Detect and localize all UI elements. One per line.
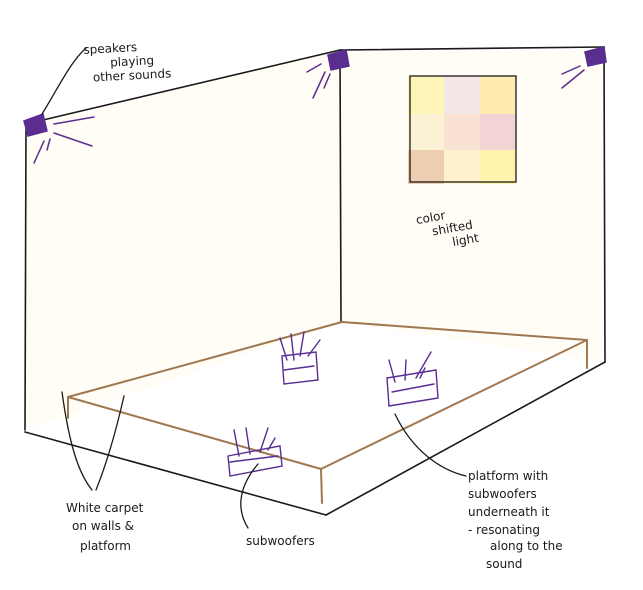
speaker-middle <box>306 49 350 99</box>
annotation-subwoofers: subwoofers <box>246 534 315 548</box>
subwoofer-2 <box>386 351 439 407</box>
leader-platform <box>394 413 467 477</box>
subwoofer-1 <box>279 331 321 385</box>
room-outline <box>24 46 606 516</box>
speaker-left <box>23 113 95 164</box>
leader-subwoofers <box>240 463 259 529</box>
leader-lines <box>41 47 467 529</box>
left-wall <box>26 50 340 430</box>
annotation-carpet: White carpet on walls & platform <box>66 501 147 553</box>
leader-carpet-2 <box>95 395 125 491</box>
leader-carpet-1 <box>61 391 93 491</box>
platform <box>67 321 588 504</box>
subwoofer-3 <box>227 427 283 477</box>
speaker-right <box>561 46 607 89</box>
annotation-speakers: speakers playing other sounds <box>83 38 172 84</box>
leader-speakers <box>41 47 87 115</box>
annotation-light: color shifted light <box>415 203 480 255</box>
back-wall <box>340 50 604 362</box>
annotation-platform: platform with subwoofers underneath it -… <box>468 469 566 571</box>
color-shifted-light <box>408 75 517 184</box>
